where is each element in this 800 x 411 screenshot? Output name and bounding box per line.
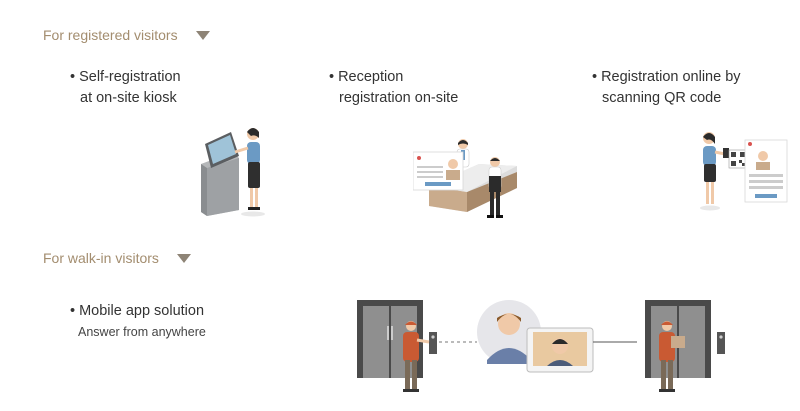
item-online-registration: •Registration online by scanning QR code (592, 69, 741, 106)
item-line1: Registration online by (601, 69, 741, 85)
reception-illustration (413, 139, 517, 218)
item-line2: registration on-site (339, 90, 459, 106)
kiosk-illustration (201, 128, 265, 217)
section-title-registered: For registered visitors (43, 27, 178, 43)
item-reception-registration: •Reception registration on-site (329, 69, 459, 106)
item-line1: Self-registration (79, 69, 181, 85)
item-line2: Answer from anywhere (78, 325, 206, 339)
item-line1: Reception (338, 69, 404, 85)
item-line2: at on-site kiosk (80, 90, 177, 106)
section-header-registered[interactable]: For registered visitors (43, 27, 210, 43)
item-mobile-app: •Mobile app solution Answer from anywher… (70, 303, 206, 339)
item-line2: scanning QR code (602, 90, 722, 106)
collapse-triangle-icon[interactable] (176, 253, 191, 263)
qr-registration-illustration (700, 132, 788, 211)
section-title-walkin: For walk-in visitors (43, 250, 159, 266)
section-header-walkin[interactable]: For walk-in visitors (43, 250, 191, 266)
item-line1: Mobile app solution (79, 303, 205, 319)
item-self-registration: •Self-registration at on-site kiosk (70, 69, 181, 106)
walkin-mobile-illustration (357, 300, 725, 392)
collapse-triangle-icon[interactable] (195, 30, 210, 40)
